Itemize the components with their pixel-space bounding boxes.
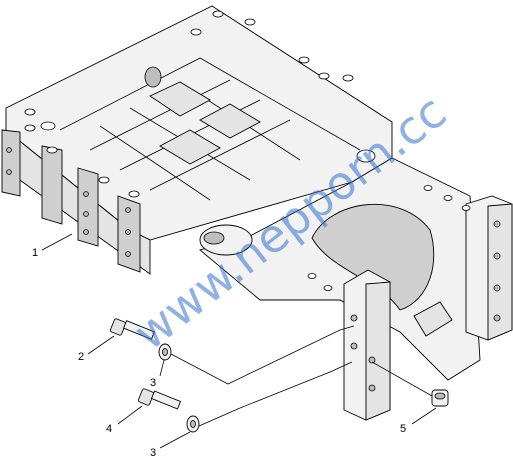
callout-3-upper: 3 bbox=[150, 377, 156, 389]
top-hole bbox=[423, 185, 433, 191]
top-hole bbox=[323, 285, 333, 291]
washer-lower bbox=[186, 415, 200, 433]
grid-cell-2 bbox=[199, 103, 261, 139]
leader-5 bbox=[411, 407, 437, 425]
assembly-lines bbox=[170, 325, 433, 427]
top-hole bbox=[443, 195, 453, 201]
callout-5: 5 bbox=[400, 423, 406, 435]
plate-hole bbox=[125, 229, 131, 235]
grid-cell-1 bbox=[149, 81, 211, 117]
frame-assembly bbox=[1, 5, 513, 421]
leader-3b bbox=[159, 431, 191, 449]
leader-lines bbox=[41, 233, 437, 449]
top-hole bbox=[318, 72, 330, 80]
plate-hole bbox=[493, 220, 501, 228]
plate-hole bbox=[368, 384, 376, 392]
top-hole bbox=[307, 273, 317, 279]
top-hole bbox=[298, 56, 310, 64]
top-boss bbox=[144, 66, 162, 88]
callout-3-lower: 3 bbox=[150, 447, 156, 458]
plate-hole bbox=[6, 169, 12, 175]
top-hole bbox=[40, 121, 56, 131]
cap-screw bbox=[431, 389, 449, 407]
plate-hole bbox=[83, 229, 89, 235]
top-hole bbox=[98, 176, 110, 184]
saddle-cutout bbox=[311, 203, 435, 311]
bolt-upper bbox=[109, 318, 155, 340]
top-hole bbox=[461, 205, 471, 211]
top-hole bbox=[244, 18, 256, 26]
callout-2: 2 bbox=[78, 351, 84, 363]
grid-rib-b bbox=[89, 79, 231, 151]
left-end-plate-2 bbox=[41, 145, 63, 225]
grid-rib-a bbox=[59, 57, 361, 151]
top-hole bbox=[212, 10, 224, 18]
callout-4: 4 bbox=[106, 423, 112, 435]
plate-hole bbox=[493, 252, 501, 260]
top-hole bbox=[128, 190, 140, 198]
grid-rib-d bbox=[149, 119, 291, 191]
grid-cell-3 bbox=[159, 129, 221, 165]
top-hole bbox=[24, 108, 36, 116]
right-plate-back-face bbox=[487, 203, 513, 341]
top-hole bbox=[356, 149, 376, 163]
leader-2 bbox=[87, 335, 115, 355]
plate-hole bbox=[125, 207, 131, 213]
plate-hole bbox=[83, 191, 89, 197]
plate-hole bbox=[350, 314, 358, 322]
right-plate-front-face bbox=[365, 281, 391, 421]
plate-hole bbox=[368, 356, 376, 364]
top-hole bbox=[342, 74, 354, 82]
washer-upper bbox=[158, 343, 172, 361]
hardware bbox=[109, 318, 449, 433]
top-hole bbox=[24, 124, 36, 132]
leader-4 bbox=[117, 405, 143, 425]
grid-rib-g bbox=[99, 125, 211, 201]
center-bore-inner bbox=[203, 231, 225, 245]
plate-hole bbox=[493, 284, 501, 292]
plate-hole bbox=[83, 211, 89, 217]
left-end-plate-1 bbox=[1, 129, 21, 197]
callout-1: 1 bbox=[32, 247, 38, 259]
left-end-plate-3 bbox=[77, 167, 99, 247]
top-hole bbox=[46, 146, 58, 154]
plate-hole bbox=[6, 147, 12, 153]
bolt-lower bbox=[137, 388, 182, 410]
guide-line-screw bbox=[371, 361, 433, 397]
top-hole bbox=[190, 28, 202, 36]
callouts: 1 2 3 4 3 5 bbox=[32, 247, 406, 459]
saddle-window bbox=[413, 301, 453, 337]
leader-3a bbox=[159, 359, 165, 377]
guide-line-upper bbox=[170, 325, 355, 385]
leader-1 bbox=[41, 233, 73, 251]
plate-hole bbox=[125, 251, 131, 257]
plate-hole bbox=[350, 342, 358, 350]
guide-line-lower bbox=[198, 361, 353, 427]
plate-hole bbox=[493, 314, 501, 322]
